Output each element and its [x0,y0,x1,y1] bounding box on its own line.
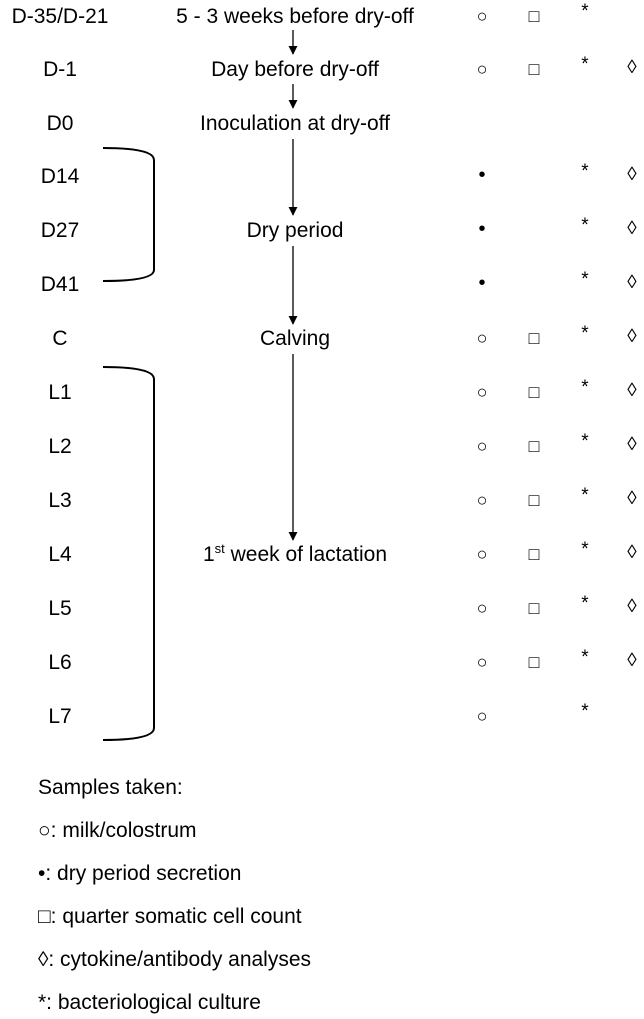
culture-star-icon: * [581,539,589,560]
scc-square-icon: □ [528,6,540,26]
event-label-pre-dryoff: 5 - 3 weeks before dry-off [176,5,414,28]
scc-square-icon: □ [528,652,540,672]
cytokine-diamond-icon: ◊ [627,596,637,617]
culture-star-icon: * [581,54,589,75]
day-label-l5: L5 [48,597,72,620]
day-label-d41: D41 [40,273,80,296]
event-label-first-week-lactation: 1st week of lactation [150,541,440,566]
culture-star-icon: * [581,161,589,182]
legend-title: Samples taken: [38,776,183,799]
cytokine-diamond-icon: ◊ [627,326,637,347]
milk-circle-icon: ○ [476,490,488,510]
day-label-l7: L7 [48,705,72,728]
dry-secretion-dot-icon: • [478,218,486,240]
cytokine-diamond-icon: ◊ [627,434,637,455]
bracket-lactation [102,366,155,741]
culture-star-icon: * [581,1,589,22]
bracket-dry-period [102,147,155,282]
culture-star-icon: * [581,377,589,398]
event-label-calving: Calving [259,327,331,350]
day-label-l4: L4 [48,543,72,566]
day-label-d27: D27 [40,219,80,242]
cytokine-diamond-icon: ◊ [627,57,637,78]
cytokine-diamond-icon: ◊ [627,218,637,239]
day-label-c: C [52,327,68,350]
milk-circle-icon: ○ [476,59,488,79]
scc-square-icon: □ [528,59,540,79]
event-label-day-before-dryoff: Day before dry-off [211,58,379,81]
culture-star-icon: * [581,431,589,452]
legend-item-cytokine: ◊: cytokine/antibody analyses [38,948,312,971]
milk-circle-icon: ○ [476,544,488,564]
legend-item-bacteriology: *: bacteriological culture [38,991,261,1014]
day-label-d35-d21: D-35/D-21 [11,5,109,28]
day-label-d1: D-1 [43,58,77,81]
lactation-ordinal-suffix: st [214,541,225,556]
scc-square-icon: □ [528,490,540,510]
event-label-inoculation: Inoculation at dry-off [200,112,390,135]
legend-item-somatic-cell-count: □: quarter somatic cell count [38,905,302,928]
culture-star-icon: * [581,323,589,344]
scc-square-icon: □ [528,436,540,456]
day-label-l3: L3 [48,489,72,512]
milk-circle-icon: ○ [476,328,488,348]
milk-circle-icon: ○ [476,6,488,26]
culture-star-icon: * [581,269,589,290]
day-label-d14: D14 [40,165,80,188]
scc-square-icon: □ [528,598,540,618]
legend-item-milk: ○: milk/colostrum [38,819,197,842]
culture-star-icon: * [581,701,589,722]
day-label-l2: L2 [48,435,72,458]
scc-square-icon: □ [528,382,540,402]
milk-circle-icon: ○ [476,436,488,456]
cytokine-diamond-icon: ◊ [627,272,637,293]
event-label-dry-period: Dry period [246,219,344,242]
dry-secretion-dot-icon: • [478,164,486,186]
legend-item-dry-secretion: •: dry period secretion [38,862,242,885]
milk-circle-icon: ○ [476,652,488,672]
cytokine-diamond-icon: ◊ [627,164,637,185]
culture-star-icon: * [581,215,589,236]
milk-circle-icon: ○ [476,382,488,402]
day-label-l6: L6 [48,651,72,674]
milk-circle-icon: ○ [476,706,488,726]
scc-square-icon: □ [528,328,540,348]
lactation-text: week of lactation [224,543,388,566]
cytokine-diamond-icon: ◊ [627,380,637,401]
cytokine-diamond-icon: ◊ [627,650,637,671]
day-label-d0: D0 [46,112,74,135]
culture-star-icon: * [581,593,589,614]
day-label-l1: L1 [48,381,72,404]
lactation-ordinal: 1 [202,543,215,566]
cytokine-diamond-icon: ◊ [627,488,637,509]
culture-star-icon: * [581,485,589,506]
culture-star-icon: * [581,647,589,668]
scc-square-icon: □ [528,544,540,564]
dry-secretion-dot-icon: • [478,272,486,294]
cytokine-diamond-icon: ◊ [627,542,637,563]
milk-circle-icon: ○ [476,598,488,618]
